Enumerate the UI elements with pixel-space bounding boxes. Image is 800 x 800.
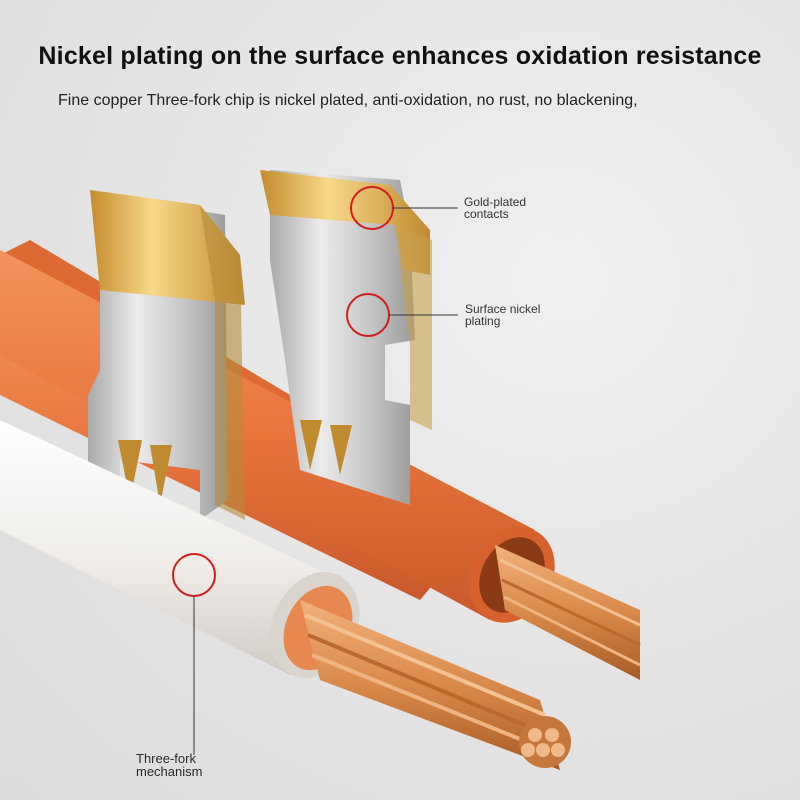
- callout-marker-gold: [350, 186, 458, 230]
- callout-gold-line2: contacts: [464, 207, 509, 221]
- callout-nickel-line2: plating: [465, 314, 501, 328]
- callout-three-fork-mechanism: Three-fork mechanism: [136, 752, 202, 778]
- callout-marker-fork: [172, 553, 216, 755]
- callout-surface-nickel-plating: Surface nickel plating: [465, 303, 540, 327]
- copper-strands-left: [300, 600, 571, 770]
- metal-fork-left: [88, 190, 245, 555]
- callout-gold-plated-contacts: Gold-plated contacts: [464, 196, 526, 220]
- subheadline: Fine copper Three-fork chip is nickel pl…: [58, 92, 638, 109]
- headline: Nickel plating on the surface enhances o…: [38, 42, 762, 70]
- white-wire: [0, 420, 571, 770]
- metal-fork-right: [260, 170, 432, 505]
- copper-strands-right: [495, 545, 641, 680]
- callout-marker-nickel: [346, 293, 458, 337]
- callout-fork-line1: Three-fork: [136, 751, 196, 766]
- callout-gold-line1: Gold-plated: [464, 195, 527, 209]
- callout-fork-line2: mechanism: [136, 764, 203, 779]
- callout-nickel-line1: Surface nickel: [465, 302, 541, 316]
